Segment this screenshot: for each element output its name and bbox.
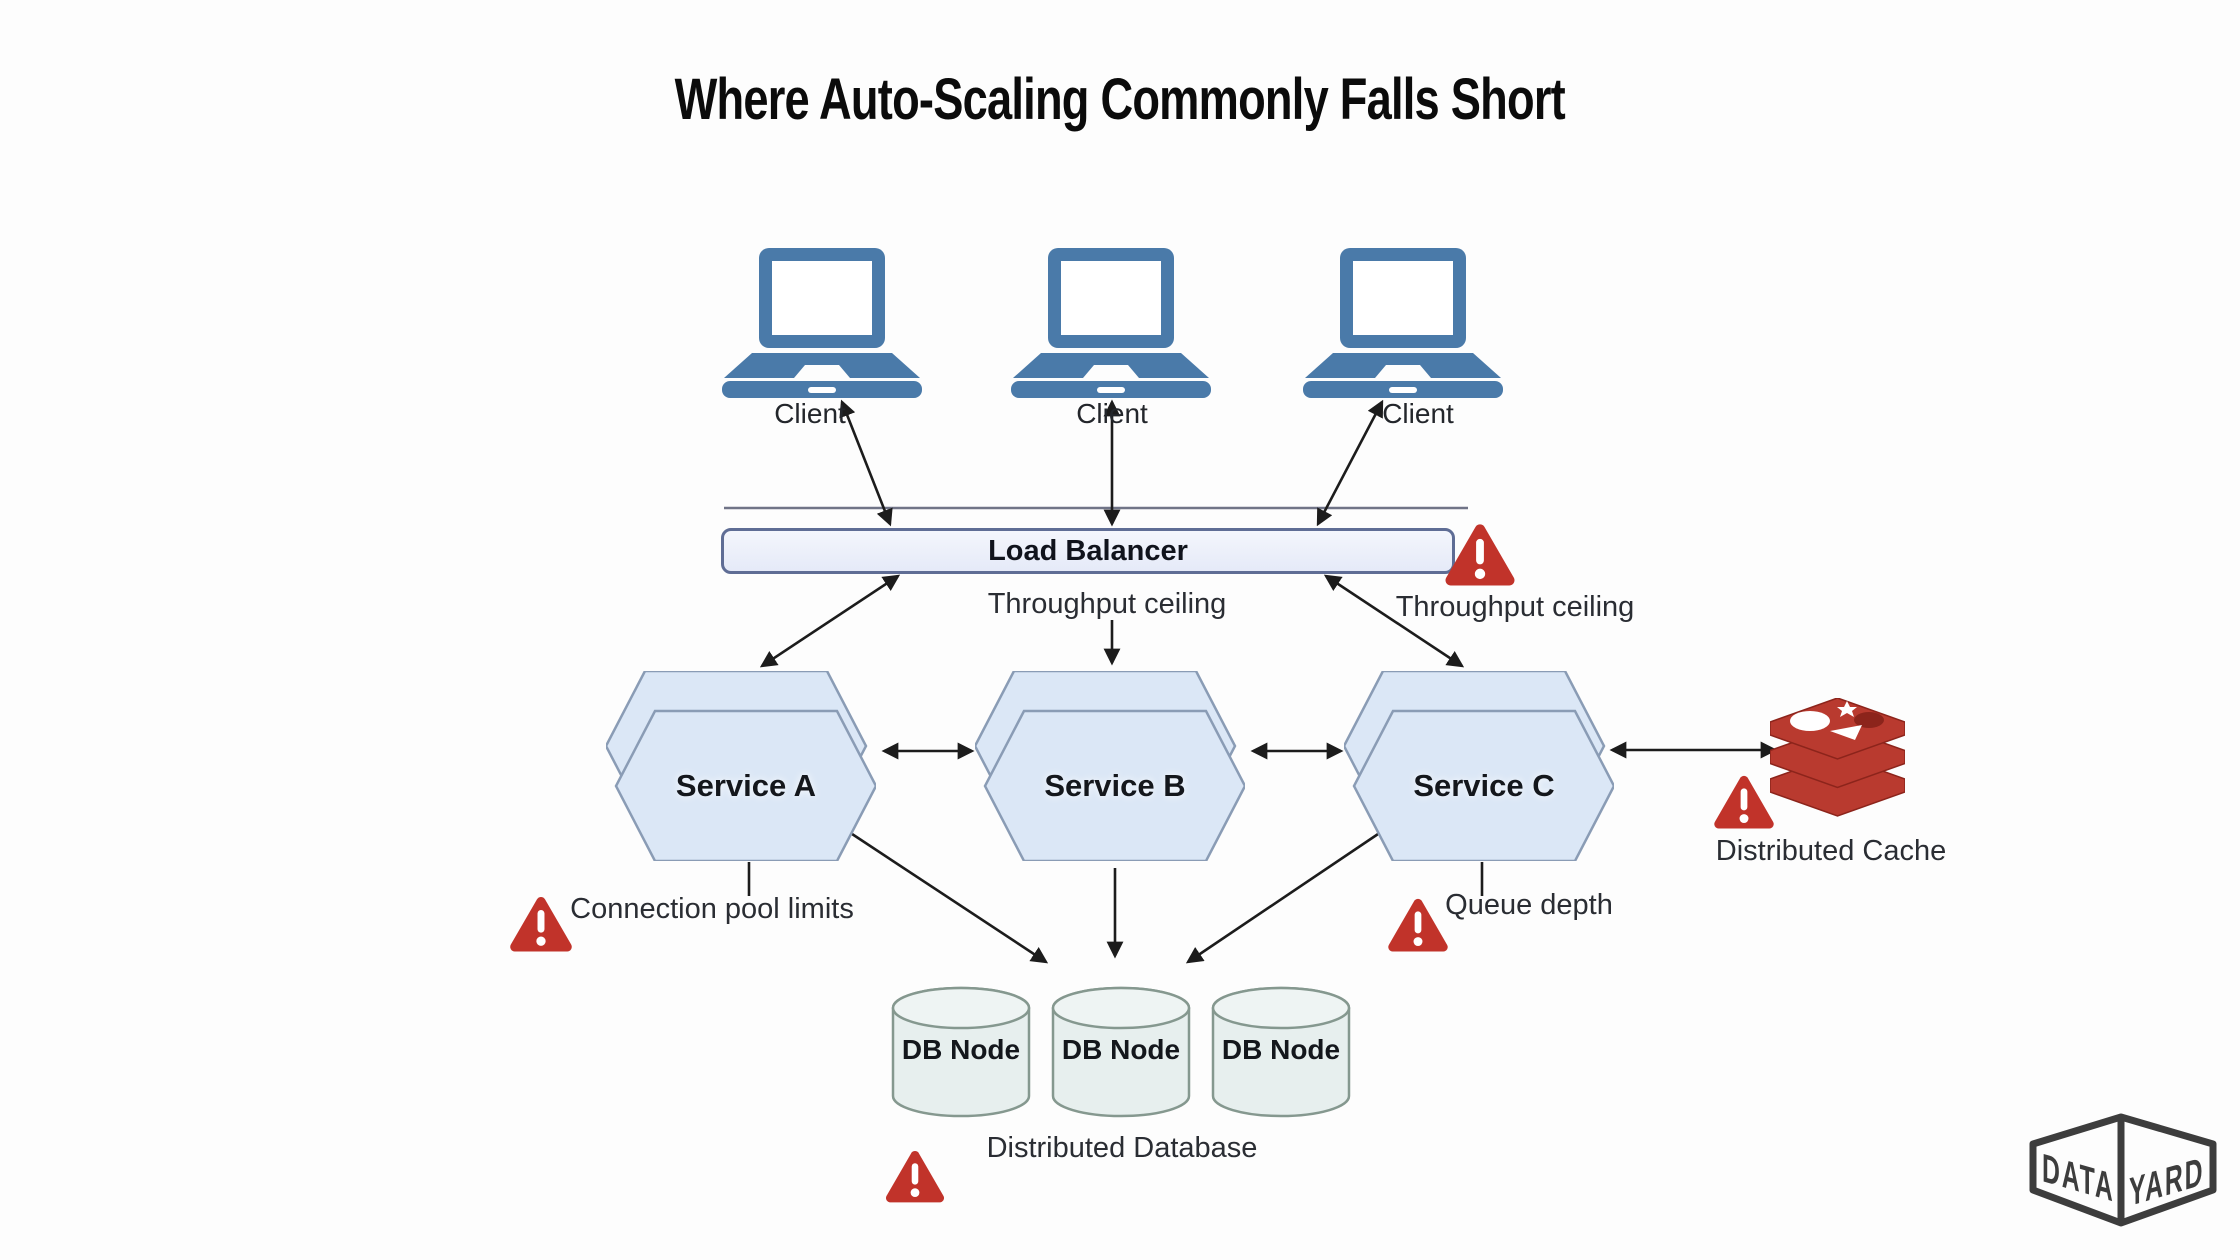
arrow-client1-lb [839,399,893,527]
laptop-icon [1011,248,1211,398]
distributed-database-label: Distributed Database [986,1132,1258,1164]
arrow-lb-serviceA [759,574,901,668]
queue-depth-label: Queue depth [1445,889,1613,921]
service-label: Service B [1044,768,1186,803]
warning-icon [1712,773,1776,829]
warning-icon [884,1148,946,1203]
arrow-serviceA-db [845,828,1049,964]
laptop-icon [722,248,922,398]
distributed-cache-label: Distributed Cache [1715,835,1947,867]
hexagon-front [983,709,1245,861]
client-label: Client [774,398,846,429]
warning-icon [1443,521,1517,586]
service-node: Service C [1344,671,1614,861]
client-label: Client [1076,398,1148,429]
db-node-label: DB Node [1061,1034,1181,1065]
db-node-label: DB Node [1221,1034,1341,1065]
db-node: DB Node [891,982,1031,1122]
load-balancer-node: Load Balancer [721,528,1455,574]
arrow-client3-lb [1316,399,1384,527]
db-node: DB Node [1051,982,1191,1122]
db-node: DB Node [1211,982,1351,1122]
hexagon-front [1352,709,1614,861]
service-node: Service B [975,671,1245,861]
service-label: Service C [1413,768,1555,803]
throughput-ceiling-label: Throughput ceiling [1395,591,1635,623]
connection-pool-limits-label: Connection pool limits [570,893,854,925]
throughput-ceiling-label: Throughput ceiling [987,588,1227,620]
db-node-label: DB Node [901,1034,1021,1065]
load-balancer-label: Load Balancer [988,534,1188,567]
laptop-icon [1303,248,1503,398]
diagram-title: Where Auto-Scaling Commonly Falls Short [674,67,1566,132]
service-node: Service A [606,671,876,861]
arrow-serviceC-db [1185,828,1385,964]
client-label: Client [1382,398,1454,429]
arrow-lb-serviceC [1323,574,1465,668]
redis-cache-icon [1770,698,1905,817]
hexagon-front [614,709,876,861]
datayard-logo: DATA YARD [2029,1113,2217,1227]
service-label: Service A [675,768,817,803]
